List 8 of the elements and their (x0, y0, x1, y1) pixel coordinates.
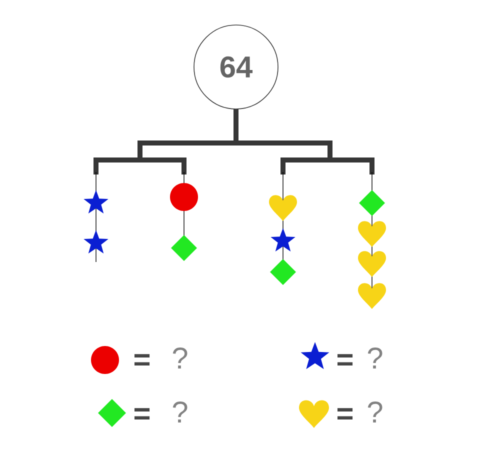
question-mark: ? (172, 402, 188, 422)
question-mark: ? (172, 348, 188, 368)
equals-sign: = (337, 354, 353, 366)
equals-sign: = (134, 408, 150, 420)
equals-sign: = (134, 354, 150, 366)
question-mark: ? (368, 402, 382, 422)
question-mark: ? (368, 348, 382, 368)
equals-sign: = (337, 408, 353, 420)
